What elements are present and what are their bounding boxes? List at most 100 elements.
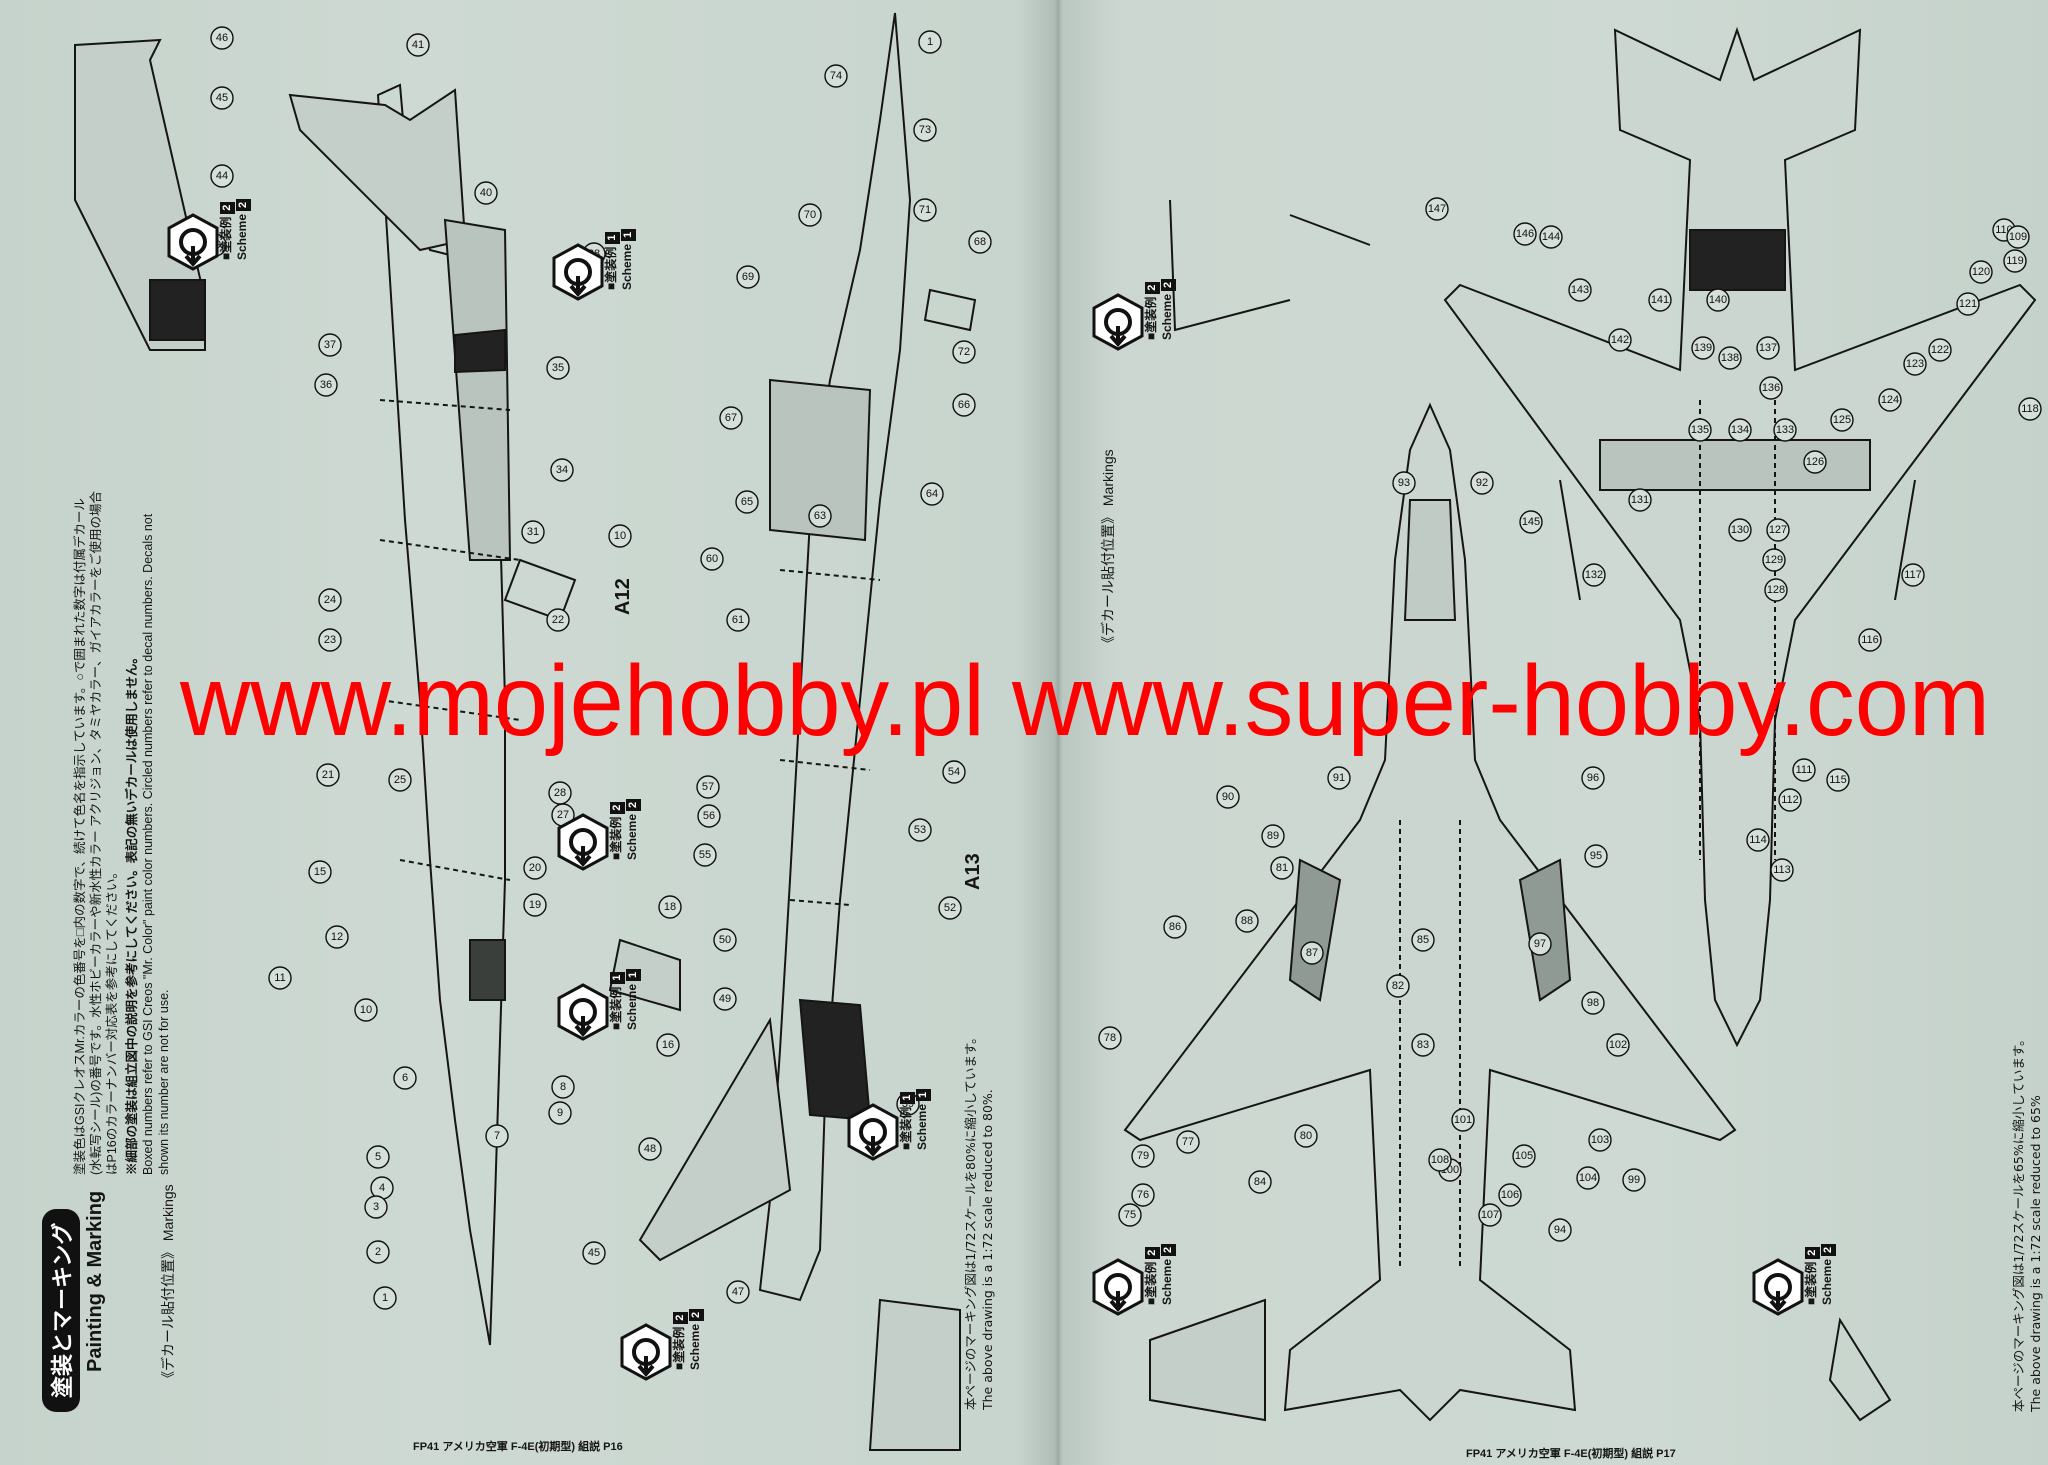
callout-number: 139 bbox=[1694, 342, 1712, 354]
callout-number: 102 bbox=[1609, 1039, 1627, 1051]
decal-callout: 28 bbox=[548, 781, 572, 805]
callout-number: 106 bbox=[1501, 1189, 1519, 1201]
decal-callout: 40 bbox=[474, 181, 498, 205]
callout-number: 138 bbox=[1721, 352, 1739, 364]
callout-number: 79 bbox=[1137, 1150, 1149, 1162]
callout-number: 41 bbox=[412, 39, 424, 51]
callout-circle bbox=[318, 333, 342, 357]
callout-number: 7 bbox=[494, 1130, 500, 1142]
decal-callout: 46 bbox=[210, 26, 234, 50]
callout-circle bbox=[364, 1195, 388, 1219]
decal-callout: 60 bbox=[700, 547, 724, 571]
callout-number: 4 bbox=[379, 1182, 385, 1194]
callout-number: 140 bbox=[1709, 294, 1727, 306]
callout-number: 119 bbox=[2006, 255, 2024, 267]
callout-circle bbox=[1131, 1183, 1155, 1207]
decal-callout: 48 bbox=[638, 1137, 662, 1161]
callout-circle bbox=[1770, 858, 1794, 882]
callout-circle bbox=[2018, 397, 2042, 421]
hexagon-arrow-icon bbox=[557, 983, 609, 1041]
callout-circle bbox=[1539, 225, 1563, 249]
callout-number: 111 bbox=[1796, 764, 1813, 776]
decal-callout: 25 bbox=[388, 768, 412, 792]
callout-circle bbox=[268, 966, 292, 990]
callout-circle bbox=[1956, 292, 1980, 316]
decal-callout: 63 bbox=[808, 504, 832, 528]
callout-number: 78 bbox=[1104, 1032, 1116, 1044]
decal-callout: 89 bbox=[1261, 824, 1285, 848]
decal-callout: 93 bbox=[1392, 471, 1416, 495]
callout-circle bbox=[1425, 197, 1449, 221]
callout-circle bbox=[1766, 518, 1790, 542]
decal-callout: 142 bbox=[1608, 328, 1632, 352]
decal-callout: 131 bbox=[1628, 488, 1652, 512]
callout-circle bbox=[1969, 260, 1993, 284]
callout-circle bbox=[474, 181, 498, 205]
callout-circle bbox=[521, 520, 545, 544]
decal-callout: 136 bbox=[1759, 376, 1783, 400]
hexagon-arrow-icon bbox=[557, 813, 609, 871]
decal-callout: 90 bbox=[1216, 785, 1240, 809]
decal-callout: 45 bbox=[210, 86, 234, 110]
decal-callout: 109 bbox=[2006, 225, 2030, 249]
decal-callout: 105 bbox=[1512, 1144, 1536, 1168]
callout-number: 84 bbox=[1254, 1176, 1266, 1188]
callout-number: 10 bbox=[360, 1004, 372, 1016]
callout-circle bbox=[735, 490, 759, 514]
callout-circle bbox=[393, 1066, 417, 1090]
decal-callout: 132 bbox=[1582, 563, 1606, 587]
decal-callout: 74 bbox=[824, 64, 848, 88]
callout-circle bbox=[1216, 785, 1240, 809]
callout-circle bbox=[1392, 471, 1416, 495]
callout-number: 44 bbox=[216, 170, 228, 182]
callout-number: 3 bbox=[373, 1201, 379, 1213]
callout-number: 92 bbox=[1476, 477, 1488, 489]
callout-circle bbox=[485, 1124, 509, 1148]
decal-callout: 22 bbox=[546, 608, 570, 632]
callout-circle bbox=[325, 925, 349, 949]
decal-callout: 67 bbox=[719, 406, 743, 430]
side-view-aircraft-scheme-2 bbox=[74, 38, 577, 1346]
callout-circle bbox=[373, 1286, 397, 1310]
callout-circle bbox=[1261, 824, 1285, 848]
decal-callout: 61 bbox=[726, 608, 750, 632]
callout-number: 77 bbox=[1182, 1136, 1194, 1148]
callout-circle bbox=[1691, 336, 1715, 360]
callout-circle bbox=[551, 1075, 575, 1099]
callout-number: 121 bbox=[1959, 298, 1977, 310]
decal-callout: 54 bbox=[942, 760, 966, 784]
decal-callout: 111 bbox=[1792, 758, 1816, 782]
callout-number: 18 bbox=[664, 901, 676, 913]
hexagon-arrow-icon bbox=[167, 213, 219, 271]
callout-number: 125 bbox=[1833, 414, 1851, 426]
callout-circle bbox=[1098, 1026, 1122, 1050]
decal-callout: 92 bbox=[1470, 471, 1494, 495]
callout-circle bbox=[700, 547, 724, 571]
callout-number: 67 bbox=[725, 412, 737, 424]
callout-number: 40 bbox=[480, 187, 492, 199]
decal-callout: 135 bbox=[1688, 418, 1712, 442]
callout-number: 96 bbox=[1587, 772, 1599, 784]
callout-circle bbox=[1648, 288, 1672, 312]
callout-number: 105 bbox=[1515, 1150, 1533, 1162]
callout-number: 81 bbox=[1276, 862, 1288, 874]
decal-callout: 141 bbox=[1648, 288, 1672, 312]
decal-callout: 146 bbox=[1513, 222, 1537, 246]
decal-callout: 52 bbox=[938, 896, 962, 920]
side-view-aircraft-scheme-1 bbox=[608, 12, 977, 1451]
callout-number: 93 bbox=[1398, 477, 1410, 489]
decal-callout: 45 bbox=[582, 1241, 606, 1265]
callout-number: 123 bbox=[1906, 358, 1924, 370]
decal-callout: 99 bbox=[1622, 1168, 1646, 1192]
callout-circle bbox=[726, 608, 750, 632]
callout-circle bbox=[808, 504, 832, 528]
decal-callout: 44 bbox=[210, 164, 234, 188]
callout-number: 36 bbox=[320, 379, 332, 391]
callout-number: 15 bbox=[314, 866, 326, 878]
callout-number: 20 bbox=[529, 862, 541, 874]
callout-circle bbox=[1300, 941, 1324, 965]
callout-circle bbox=[1688, 418, 1712, 442]
decal-callout: 78 bbox=[1098, 1026, 1122, 1050]
